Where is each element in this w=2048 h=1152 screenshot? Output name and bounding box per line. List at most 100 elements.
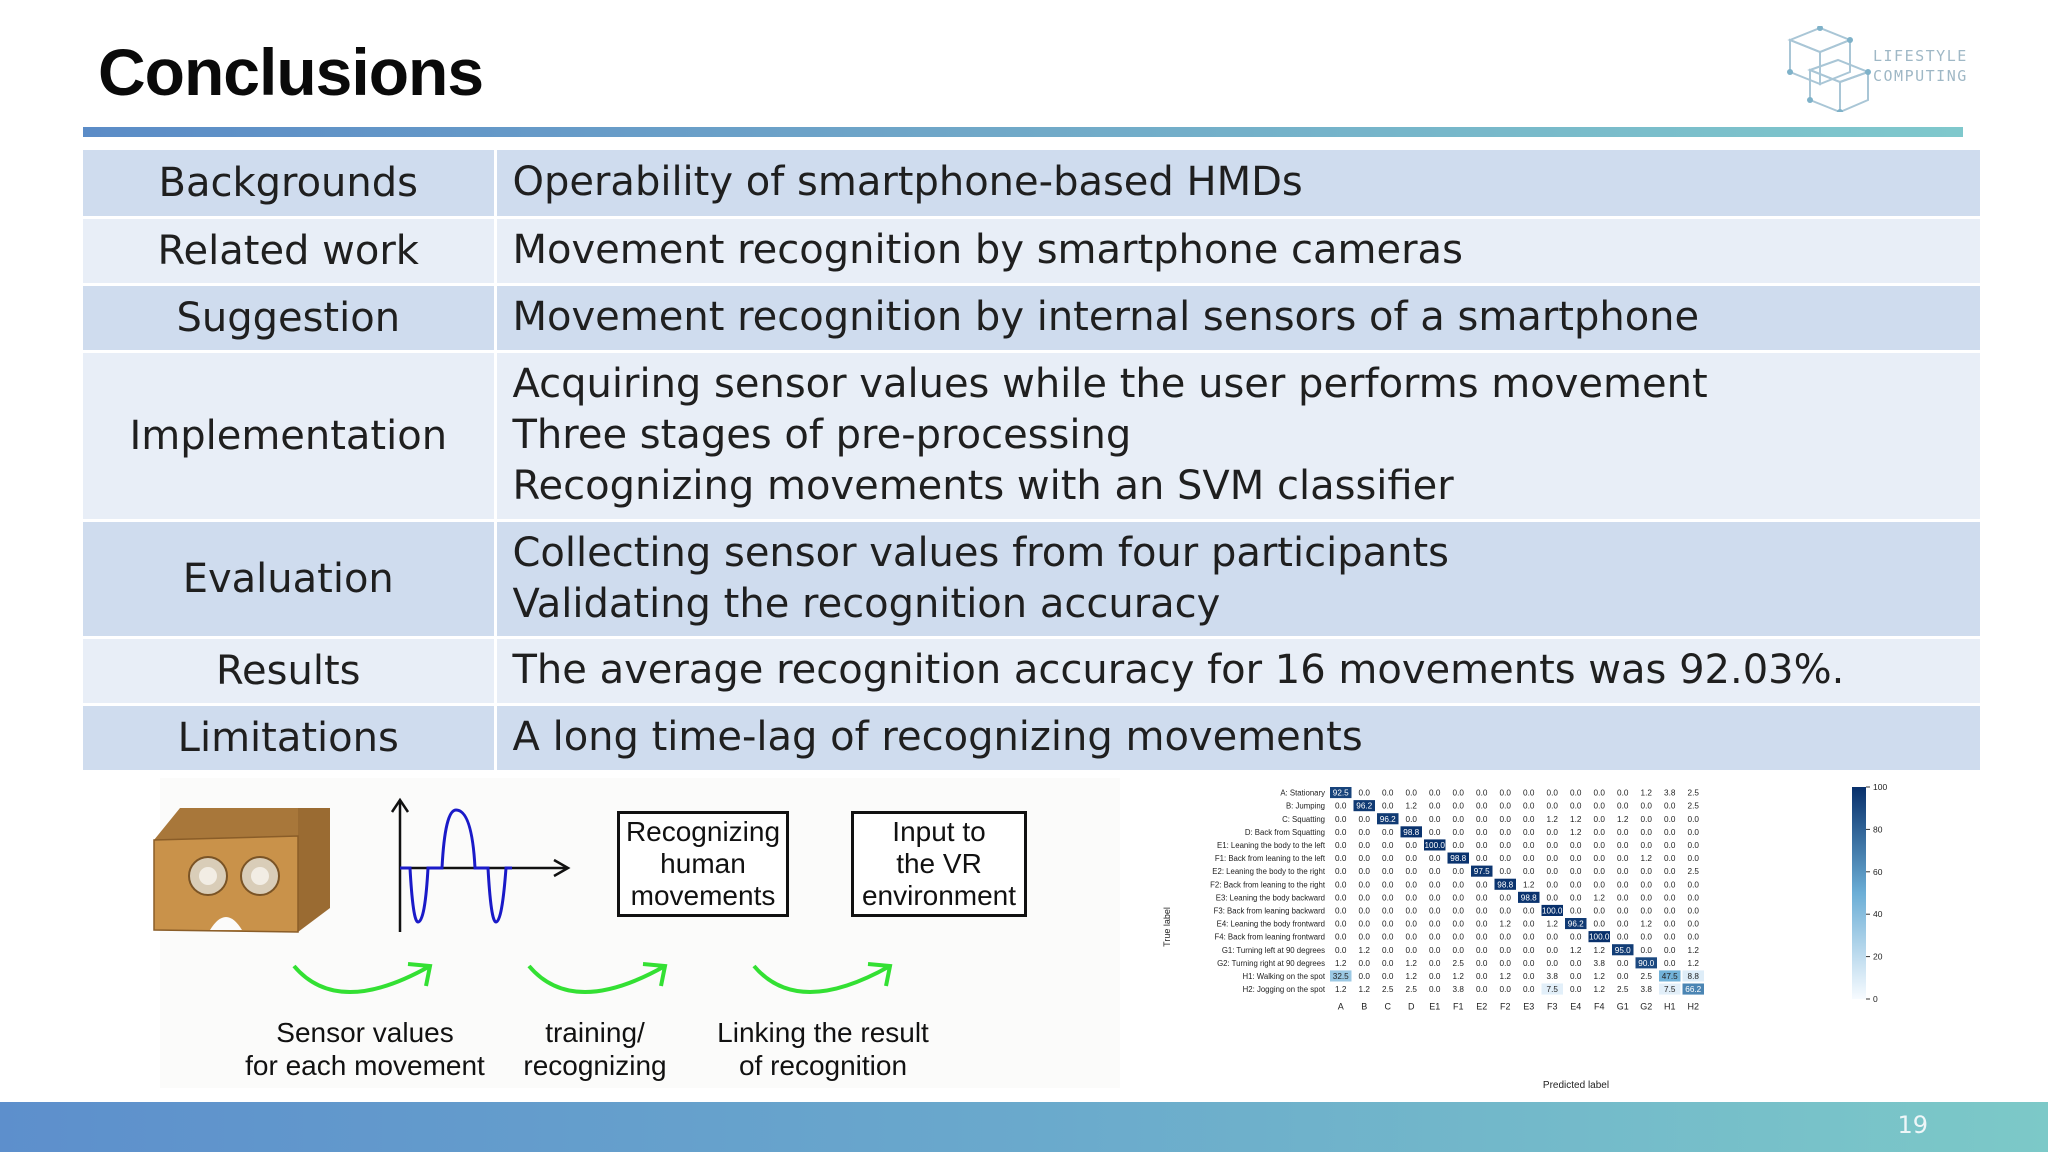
table-row: Related work Movement recognition by sma… [83, 217, 1980, 286]
cell-value-label: 0.0 [1641, 907, 1653, 916]
row-label: A: Stationary [1280, 789, 1325, 798]
cell-value-label: 0.0 [1688, 907, 1700, 916]
heatmap-cell [1541, 904, 1563, 916]
cell-value-label: 0.0 [1617, 959, 1629, 968]
cell-value-label: 0.0 [1335, 893, 1347, 902]
cell-value-label: 0.0 [1476, 972, 1488, 981]
row-content: Collecting sensor values from four parti… [495, 520, 1980, 639]
cell-value-label: 0.0 [1429, 972, 1441, 981]
cell-value-label: 1.2 [1406, 959, 1418, 968]
cell-value-label: 0.0 [1547, 933, 1559, 942]
cell-value-label: 1.2 [1406, 802, 1418, 811]
row-content: Acquiring sensor values while the user p… [495, 351, 1980, 522]
cell-value-label: 0.0 [1547, 854, 1559, 863]
cell-value-label: 0.0 [1617, 867, 1629, 876]
cell-value-label: 0.0 [1335, 920, 1347, 929]
cell-value-label: 0.0 [1570, 789, 1582, 798]
row-label: F2: Back from leaning to the right [1210, 880, 1326, 889]
caption-line: training/ [545, 1017, 645, 1048]
cell-value-label: 0.0 [1382, 789, 1394, 798]
column-label: C [1385, 1002, 1392, 1012]
cell-value-label: 1.2 [1359, 946, 1371, 955]
cell-value-label: 2.5 [1688, 802, 1700, 811]
summary-table: Backgrounds Operability of smartphone-ba… [83, 150, 1980, 773]
cell-value-label: 95.0 [1615, 946, 1631, 955]
box-line: the VR [896, 848, 982, 879]
column-label: E3 [1523, 1002, 1534, 1012]
row-line: Recognizing movements with an SVM classi… [512, 463, 1454, 509]
row-label: B: Jumping [1286, 802, 1325, 811]
cell-value-label: 0.0 [1688, 893, 1700, 902]
cell-value-label: 0.0 [1476, 893, 1488, 902]
cell-value-label: 0.0 [1594, 867, 1606, 876]
cell-value-label: 0.0 [1359, 854, 1371, 863]
row-label: E1: Leaning the body to the left [1217, 841, 1326, 850]
logo-line-2: COMPUTING [1873, 67, 1968, 85]
cell-value-label: 0.0 [1382, 920, 1394, 929]
cell-value-label: 0.0 [1617, 789, 1629, 798]
cell-value-label: 0.0 [1335, 867, 1347, 876]
cell-value-label: 97.5 [1474, 867, 1490, 876]
colorbar-tick-label: 20 [1873, 952, 1883, 962]
row-label: G2: Turning right at 90 degrees [1217, 959, 1325, 968]
row-line: Validating the recognition accuracy [512, 580, 1221, 627]
cell-value-label: 1.2 [1594, 972, 1606, 981]
cell-value-label: 0.0 [1429, 959, 1441, 968]
cell-value-label: 0.0 [1570, 959, 1582, 968]
cell-value-label: 0.0 [1617, 828, 1629, 837]
cell-value-label: 0.0 [1500, 893, 1512, 902]
cell-value-label: 0.0 [1476, 854, 1488, 863]
cell-value-label: 0.0 [1523, 907, 1535, 916]
heatmap-cell [1447, 852, 1469, 864]
cell-value-label: 1.2 [1570, 828, 1582, 837]
cell-value-label: 0.0 [1500, 815, 1512, 824]
cell-value-label: 0.0 [1476, 946, 1488, 955]
cell-value-label: 2.5 [1453, 959, 1465, 968]
logo-line-1: LIFESTYLE [1873, 47, 1968, 65]
cell-value-label: 0.0 [1617, 933, 1629, 942]
row-line: Acquiring sensor values while the user p… [512, 361, 1708, 407]
cell-value-label: 100.0 [1589, 933, 1610, 942]
cell-value-label: 1.2 [1570, 815, 1582, 824]
cell-value-label: 0.0 [1688, 920, 1700, 929]
caption-training: training/ recognizing [505, 1016, 685, 1082]
row-line: Movement recognition by smartphone camer… [512, 227, 1463, 273]
cell-value-label: 0.0 [1570, 867, 1582, 876]
row-content: Operability of smartphone-based HMDs [495, 150, 1980, 219]
cell-value-label: 0.0 [1523, 854, 1535, 863]
cell-value-label: 0.0 [1523, 815, 1535, 824]
caption-sensor-values: Sensor values for each movement [222, 1016, 508, 1082]
cell-value-label: 0.0 [1523, 841, 1535, 850]
column-label: E1 [1429, 1002, 1440, 1012]
cell-value-label: 0.0 [1382, 802, 1394, 811]
cell-value-label: 98.8 [1403, 828, 1419, 837]
row-line: Three stages of pre-processing [512, 412, 1132, 458]
cell-value-label: 0.0 [1547, 802, 1559, 811]
column-label: H2 [1687, 1002, 1699, 1012]
cell-value-label: 0.0 [1382, 841, 1394, 850]
cell-value-label: 0.0 [1523, 828, 1535, 837]
heatmap-cell [1541, 983, 1563, 995]
cell-value-label: 0.0 [1359, 933, 1371, 942]
cell-value-label: 1.2 [1570, 946, 1582, 955]
cell-value-label: 0.0 [1406, 933, 1418, 942]
row-label: F1: Back from leaning to the left [1215, 854, 1326, 863]
cell-value-label: 0.0 [1523, 972, 1535, 981]
cell-value-label: 0.0 [1359, 828, 1371, 837]
cell-value-label: 2.5 [1688, 789, 1700, 798]
cell-value-label: 0.0 [1500, 841, 1512, 850]
cell-value-label: 3.8 [1664, 789, 1676, 798]
caption-line: recognizing [523, 1050, 667, 1081]
cell-value-label: 0.0 [1359, 789, 1371, 798]
heatmap-cell [1330, 787, 1352, 799]
cell-value-label: 0.0 [1429, 867, 1441, 876]
heatmap-cell [1400, 826, 1422, 838]
cell-value-label: 90.0 [1638, 959, 1654, 968]
table-row: Evaluation Collecting sensor values from… [83, 520, 1980, 639]
cell-value-label: 0.0 [1476, 880, 1488, 889]
row-label: E3: Leaning the body backward [1216, 893, 1325, 902]
cell-value-label: 0.0 [1641, 893, 1653, 902]
cell-value-label: 0.0 [1429, 946, 1441, 955]
slide-title: Conclusions [98, 35, 484, 109]
cell-value-label: 0.0 [1570, 933, 1582, 942]
